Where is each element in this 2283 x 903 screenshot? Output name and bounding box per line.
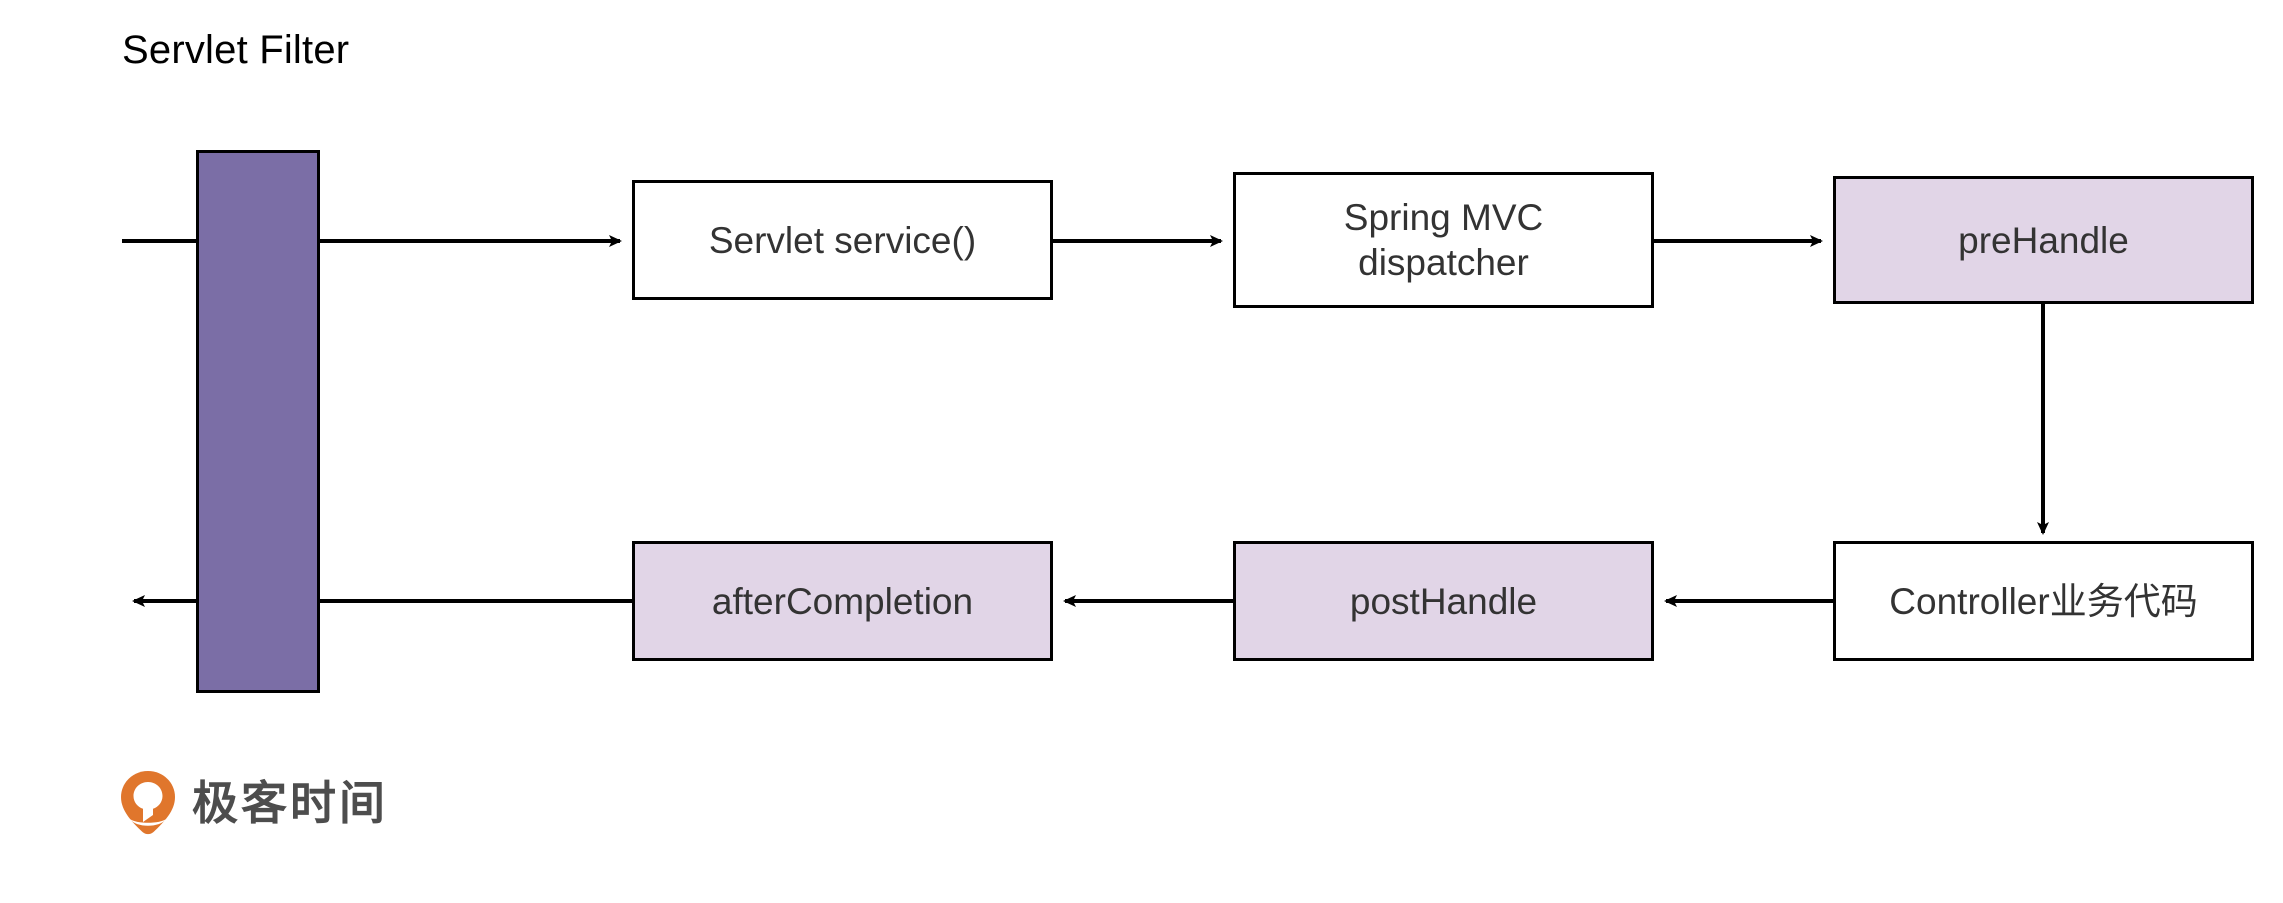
node-label: postHandle <box>1349 580 1538 622</box>
node-spring-mvc-dispatcher[interactable]: Spring MVC dispatcher <box>1233 172 1654 308</box>
node-after-completion[interactable]: afterCompletion <box>632 541 1053 661</box>
node-controller-business-code[interactable]: Controller业务代码 <box>1833 541 2254 661</box>
node-pre-handle[interactable]: preHandle <box>1833 176 2254 304</box>
page-title: Servlet Filter <box>122 28 350 72</box>
node-label: Controller业务代码 <box>1889 580 2198 622</box>
node-label: Servlet service() <box>708 219 977 261</box>
brand-name: 极客时间 <box>192 776 388 830</box>
node-label: Spring MVC dispatcher <box>1343 197 1544 283</box>
node-post-handle[interactable]: postHandle <box>1233 541 1654 661</box>
node-label: afterCompletion <box>711 580 974 622</box>
servlet-filter-bar <box>196 150 320 693</box>
brand-watermark: 极客时间 <box>120 770 388 836</box>
geektime-logo-icon <box>120 770 176 836</box>
node-servlet-service[interactable]: Servlet service() <box>632 180 1053 300</box>
node-label: preHandle <box>1958 219 2129 261</box>
